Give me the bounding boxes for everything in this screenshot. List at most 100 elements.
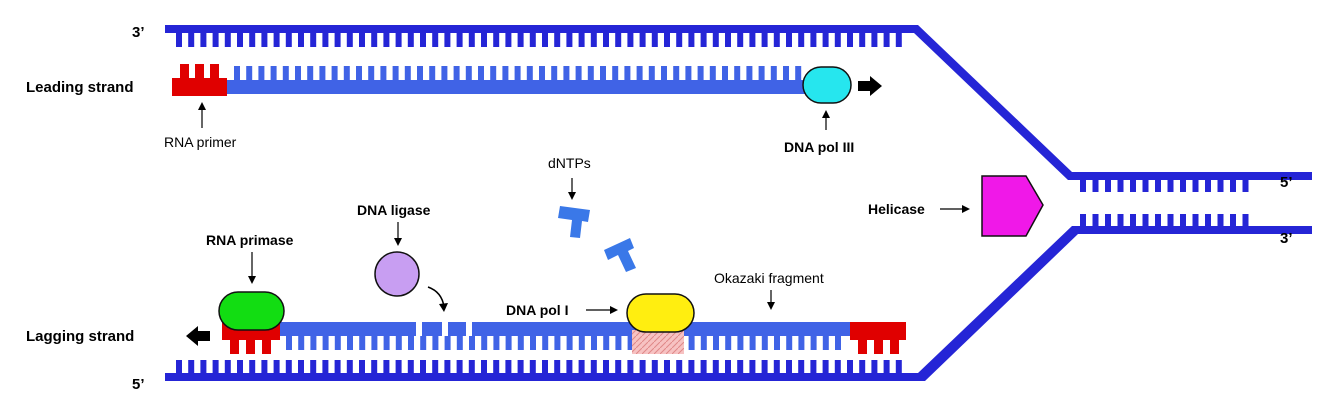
- base-tooth: [737, 336, 744, 350]
- base-tooth: [749, 33, 756, 47]
- base-tooth: [624, 66, 631, 80]
- base-tooth: [346, 33, 353, 47]
- base-tooth: [1242, 214, 1249, 226]
- base-tooth: [603, 33, 609, 47]
- base-tooth: [456, 336, 463, 350]
- base-tooth: [212, 360, 219, 374]
- base-tooth: [798, 33, 805, 47]
- base-tooth: [600, 66, 606, 80]
- base-tooth: [1155, 214, 1161, 226]
- base-tooth: [285, 360, 292, 374]
- base-tooth: [725, 360, 731, 374]
- base-tooth: [307, 66, 314, 80]
- base-tooth: [566, 360, 573, 374]
- base-tooth: [578, 336, 585, 350]
- base-tooth: [883, 33, 890, 47]
- base-tooth: [408, 336, 414, 350]
- base-tooth: [1167, 180, 1174, 192]
- base-tooth: [1142, 214, 1149, 226]
- base-tooth: [282, 66, 289, 80]
- base-tooth: [273, 360, 280, 374]
- base-tooth: [298, 33, 304, 47]
- base-tooth: [700, 360, 707, 374]
- leading-rna-primer: [172, 64, 227, 96]
- base-tooth: [859, 360, 866, 374]
- base-tooth: [493, 33, 500, 47]
- base-tooth: [310, 336, 317, 350]
- base-tooth: [359, 360, 365, 374]
- base-tooth: [590, 360, 597, 374]
- base-tooth: [734, 66, 741, 80]
- base-tooth: [1192, 180, 1199, 192]
- okazaki-primer-remnant: [632, 330, 684, 354]
- base-tooth: [493, 336, 500, 350]
- dntps-label: dNTPs: [548, 155, 591, 171]
- base-tooth: [429, 66, 436, 80]
- base-tooth: [505, 360, 512, 374]
- base-tooth: [639, 33, 646, 47]
- base-tooth: [176, 360, 182, 374]
- base-tooth: [1217, 180, 1224, 192]
- base-tooth: [712, 33, 719, 47]
- dna-ligase-label: DNA ligase: [357, 202, 431, 218]
- base-tooth: [188, 360, 195, 374]
- base-tooth: [490, 66, 497, 80]
- base-tooth: [539, 66, 545, 80]
- base-tooth: [554, 360, 561, 374]
- base-tooth: [359, 336, 366, 350]
- base-tooth: [712, 360, 719, 374]
- top-parental-strand: [165, 25, 1312, 180]
- base-tooth: [237, 360, 243, 374]
- base-tooth: [334, 360, 341, 374]
- base-tooth: [1117, 180, 1124, 192]
- base-tooth: [322, 33, 329, 47]
- base-tooth: [587, 66, 594, 80]
- base-tooth: [200, 360, 207, 374]
- base-tooth: [343, 66, 350, 80]
- base-tooth: [542, 336, 549, 350]
- dna-pol-iii-enzyme: [802, 66, 852, 104]
- rna-primase-enzyme: [218, 291, 285, 331]
- base-tooth: [835, 336, 841, 350]
- base-tooth: [551, 66, 558, 80]
- base-tooth: [783, 66, 789, 80]
- leading-strand-new-dna: [225, 66, 825, 94]
- base-tooth: [737, 360, 744, 374]
- base-tooth: [651, 33, 658, 47]
- base-tooth: [795, 66, 802, 80]
- base-tooth: [1092, 180, 1099, 192]
- base-tooth: [493, 360, 500, 374]
- base-tooth: [1217, 214, 1224, 226]
- base-tooth: [368, 66, 375, 80]
- base-tooth: [554, 336, 561, 350]
- base-tooth: [746, 66, 753, 80]
- base-tooth: [432, 336, 439, 350]
- base-tooth: [453, 66, 460, 80]
- base-tooth: [822, 33, 829, 47]
- base-tooth: [871, 33, 878, 47]
- base-tooth: [356, 66, 362, 80]
- rna-primase-label: RNA primase: [206, 232, 294, 248]
- base-tooth: [627, 336, 634, 350]
- base-tooth: [286, 336, 292, 350]
- base-tooth: [822, 360, 829, 374]
- base-tooth: [176, 33, 182, 47]
- dna-pol-i-label: DNA pol I: [506, 302, 568, 318]
- bottom-parental-strand: [165, 226, 1312, 381]
- base-tooth: [676, 360, 683, 374]
- base-tooth: [615, 336, 622, 350]
- base-tooth: [810, 360, 817, 374]
- base-tooth: [481, 33, 487, 47]
- base-tooth: [517, 33, 524, 47]
- base-tooth: [1105, 214, 1111, 226]
- base-tooth: [420, 360, 426, 374]
- base-tooth: [395, 360, 402, 374]
- lagging-rna-primer-right: [850, 322, 906, 354]
- base-tooth: [1167, 214, 1174, 226]
- okazaki-fragment-label: Okazaki fragment: [714, 270, 824, 286]
- base-tooth: [664, 360, 670, 374]
- base-tooth: [676, 33, 683, 47]
- base-tooth: [270, 66, 277, 80]
- base-tooth: [469, 336, 475, 350]
